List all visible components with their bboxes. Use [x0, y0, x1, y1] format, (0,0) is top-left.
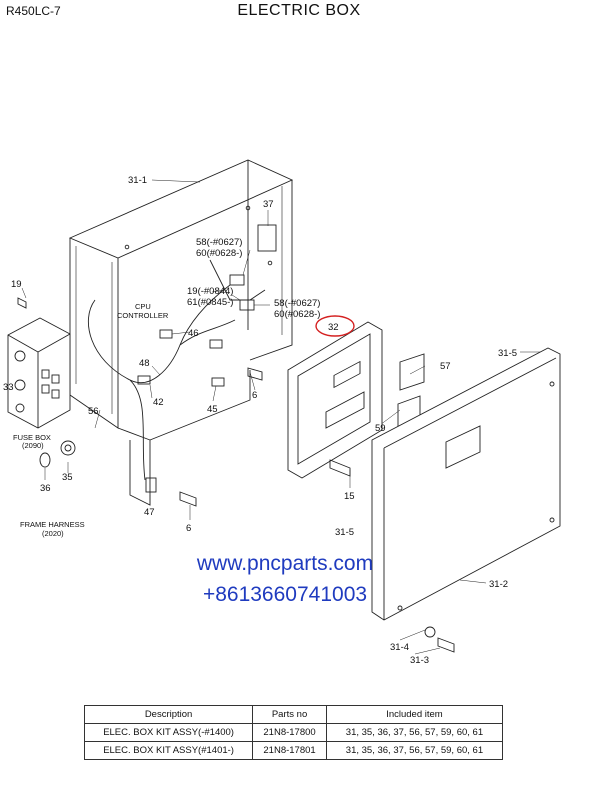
- callout-31-5a: 31-5: [498, 348, 517, 359]
- callout-59: 59: [375, 423, 386, 434]
- watermark-phone: +8613660741003: [202, 583, 368, 606]
- table-cell: 21N8-17800: [252, 723, 327, 742]
- callout-60b: 60(#0628-): [274, 309, 320, 320]
- model-code: R450LC-7: [6, 4, 61, 18]
- callout-36: 36: [40, 483, 51, 494]
- callout-31-1: 31-1: [128, 175, 147, 186]
- callout-58a: 58(-#0627): [196, 237, 242, 248]
- label-fuse-box-code: (2090): [22, 441, 44, 450]
- callout-61: 61(#0845-): [187, 297, 233, 308]
- callout-47: 47: [144, 507, 155, 518]
- callout-56: 56: [88, 406, 99, 417]
- washer-31-4: [424, 626, 436, 638]
- callout-46: 46: [188, 328, 199, 339]
- table-row: ELEC. BOX KIT ASSY(#1401-) 21N8-17801 31…: [83, 741, 504, 760]
- box-top-panel: [68, 159, 294, 259]
- callout-57: 57: [440, 361, 451, 372]
- fuse-box: [7, 317, 71, 429]
- exploded-diagram: 31-1 37 58(-#0627) 60(#0628-) 19(-#0844)…: [3, 159, 561, 666]
- callout-35: 35: [62, 472, 73, 483]
- col-description: Description: [83, 705, 254, 724]
- box-right-wall: [247, 160, 293, 361]
- callout-42: 42: [153, 397, 164, 408]
- page-title: ELECTRIC BOX: [237, 2, 361, 19]
- table-cell: ELEC. BOX KIT ASSY(#1401-): [83, 741, 254, 760]
- label-57: [399, 353, 425, 391]
- grommet-35: [60, 440, 76, 456]
- callout-60a: 60(#0628-): [196, 248, 242, 259]
- callout-48: 48: [139, 358, 150, 369]
- callout-19: 19: [11, 279, 22, 290]
- label-fuse-box: FUSE BOX: [13, 433, 51, 442]
- callout-6a: 6: [252, 390, 257, 401]
- callout-31-2: 31-2: [489, 579, 508, 590]
- label-controller: CONTROLLER: [117, 311, 169, 320]
- label-frame-harness-code: (2020): [42, 529, 64, 538]
- callout-15: 15: [344, 491, 355, 502]
- cpu-controller-32: [287, 321, 383, 479]
- callout-31-3: 31-3: [410, 655, 429, 666]
- callout-58b: 58(-#0627): [274, 298, 320, 309]
- callout-31-5b: 31-5: [335, 527, 354, 538]
- table-cell: 31, 35, 36, 37, 56, 57, 59, 60, 61: [325, 723, 504, 742]
- bolt-31-3: [437, 637, 455, 653]
- cover-31-2: [371, 347, 561, 621]
- col-parts-no: Parts no: [252, 705, 327, 724]
- table-cell: 21N8-17801: [252, 741, 327, 760]
- table-header-row: Description Parts no Included item: [83, 705, 504, 724]
- washer-36: [39, 452, 51, 468]
- watermark-url: www.pncparts.com: [196, 552, 374, 575]
- table-row: ELEC. BOX KIT ASSY(-#1400) 21N8-17800 31…: [83, 723, 504, 742]
- callout-37: 37: [263, 199, 274, 210]
- table-cell: ELEC. BOX KIT ASSY(-#1400): [83, 723, 254, 742]
- col-included-item: Included item: [325, 705, 504, 724]
- parts-table: Description Parts no Included item ELEC.…: [83, 705, 504, 760]
- table-cell: 31, 35, 36, 37, 56, 57, 59, 60, 61: [325, 741, 504, 760]
- callout-19-top: 19(-#0844): [187, 286, 233, 297]
- relay-37: [257, 224, 277, 252]
- box-left-wall: [69, 238, 119, 429]
- label-cpu: CPU: [135, 302, 151, 311]
- highlight-circle: [315, 315, 355, 337]
- label-frame-harness: FRAME HARNESS: [20, 520, 85, 529]
- callout-32: 32: [328, 322, 339, 333]
- callout-6b: 6: [186, 523, 191, 534]
- wire-harness: [87, 284, 231, 383]
- callout-45: 45: [207, 404, 218, 415]
- callout-31-4: 31-4: [390, 642, 409, 653]
- callout-33: 33: [3, 382, 14, 393]
- mounting-plate: [117, 427, 151, 506]
